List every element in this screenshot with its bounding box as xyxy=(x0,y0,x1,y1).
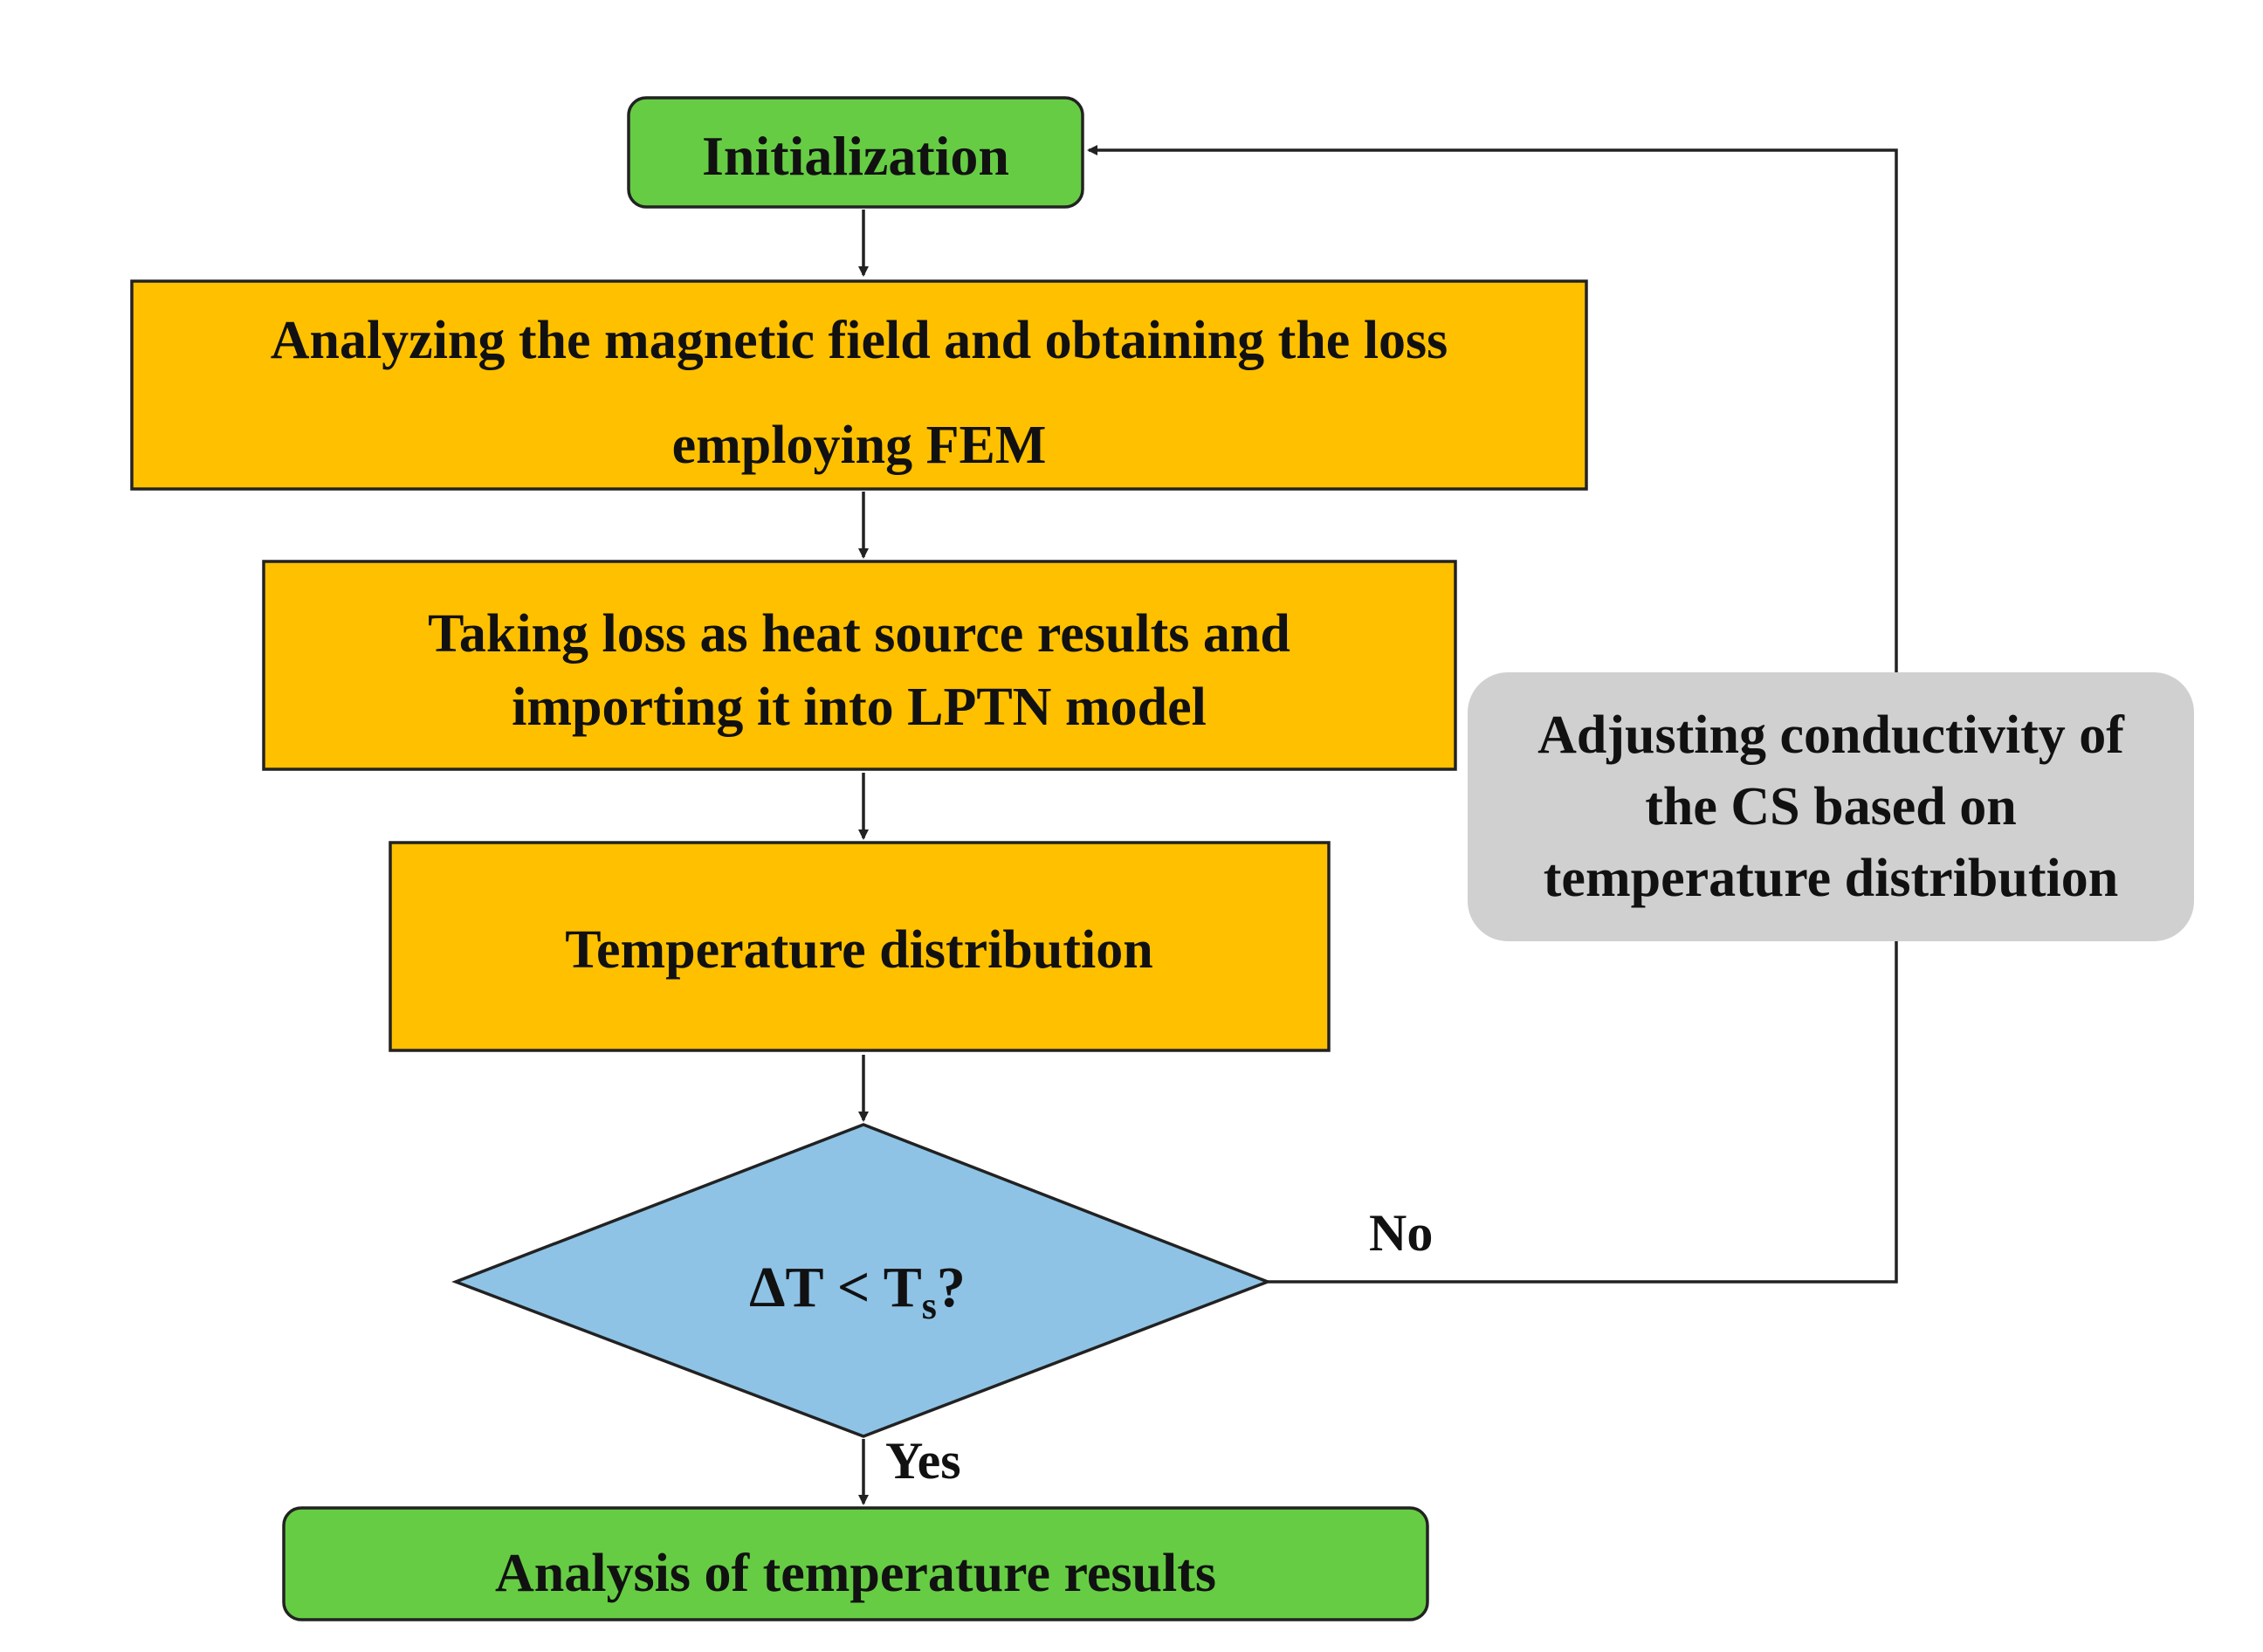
edges xyxy=(858,145,1898,1505)
decision-diamond xyxy=(451,1123,1272,1438)
adjust-conductivity-label-line3: temperature distribution xyxy=(1544,849,2118,908)
node-fem-analysis: Analyzing the magnetic field and obtaini… xyxy=(130,279,1588,491)
edge-label-no: No xyxy=(1369,1204,1433,1262)
edge-label-yes: Yes xyxy=(885,1432,961,1490)
fem-analysis-label-line1: Analyzing the magnetic field and obtaini… xyxy=(271,311,1448,370)
adjust-conductivity-box xyxy=(1468,672,2194,941)
initialization-box xyxy=(627,96,1084,209)
initialization-label: Initialization xyxy=(702,125,1009,187)
decision-label-subscript: s xyxy=(922,1284,937,1327)
adjust-conductivity-label-line2: the CS based on xyxy=(1645,777,2017,836)
decision-label-suffix: ? xyxy=(937,1256,966,1319)
lptn-import-box xyxy=(262,560,1457,771)
fem-analysis-box xyxy=(130,279,1588,491)
node-initialization: Initialization xyxy=(627,96,1084,209)
lptn-import-label-line1: Taking loss as heat source results and xyxy=(428,604,1290,664)
fem-analysis-label-line2: employing FEM xyxy=(672,416,1047,475)
analysis-results-label: Analysis of temperature results xyxy=(495,1544,1216,1603)
node-adjust-conductivity: Adjusting conductivity of the CS based o… xyxy=(1468,672,2194,941)
node-analysis-results: Analysis of temperature results xyxy=(282,1506,1429,1621)
edge-no-feedback-upper xyxy=(1087,145,1898,673)
node-lptn-import: Taking loss as heat source results and i… xyxy=(262,560,1457,771)
temperature-distribution-label: Temperature distribution xyxy=(565,920,1152,980)
temperature-distribution-box xyxy=(389,841,1331,1052)
node-temperature-distribution: Temperature distribution xyxy=(389,841,1331,1052)
node-decision: ΔT < Ts? xyxy=(451,1123,1272,1438)
decision-label-prefix: ΔT < T xyxy=(749,1256,922,1319)
edge-no-feedback-lower xyxy=(1268,940,1898,1284)
decision-label: ΔT < Ts? xyxy=(749,1256,966,1327)
adjust-conductivity-label-line1: Adjusting conductivity of xyxy=(1537,706,2125,765)
analysis-results-box xyxy=(282,1506,1429,1621)
lptn-import-label-line2: importing it into LPTN model xyxy=(512,678,1207,737)
